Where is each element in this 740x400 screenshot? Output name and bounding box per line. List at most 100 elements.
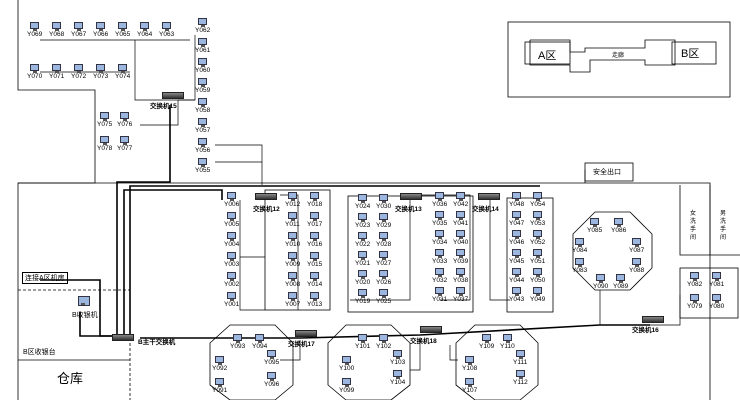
pc-label: Y081 [709, 281, 725, 288]
pc-label: Y079 [687, 303, 703, 310]
pc-label: Y027 [376, 260, 392, 267]
computer-icon [288, 252, 297, 261]
pc-label: Y040 [453, 239, 469, 246]
pc-label: Y050 [530, 277, 546, 284]
pc-label: Y038 [453, 277, 469, 284]
pc-label: Y045 [509, 258, 525, 265]
pc-label: Y055 [195, 167, 211, 174]
pc-label: Y108 [462, 365, 478, 372]
pc-label: Y036 [432, 201, 448, 208]
pc-label: Y071 [49, 73, 65, 80]
computer-icon [358, 194, 367, 203]
pc-label: Y053 [530, 220, 546, 227]
computer-icon [215, 356, 224, 365]
computer-icon [516, 350, 525, 359]
pc-label: Y043 [509, 296, 525, 303]
computer-icon [465, 356, 474, 365]
computer-icon [512, 230, 521, 239]
switch-12-icon [255, 193, 277, 200]
computer-icon [512, 211, 521, 220]
pc-label: Y068 [49, 31, 65, 38]
pc-label: Y022 [355, 241, 371, 248]
pc-label: Y060 [195, 67, 211, 74]
wall-outline [18, 182, 711, 400]
computer-icon [456, 211, 465, 220]
pc-label: Y004 [224, 241, 240, 248]
switch-15-label: 交换机15 [150, 103, 177, 110]
computer-icon [198, 78, 207, 87]
pc-label: Y112 [513, 379, 528, 386]
pc-label: Y025 [376, 298, 392, 305]
computer-icon [310, 272, 319, 281]
computer-icon [533, 287, 542, 296]
pc-label: Y030 [376, 203, 392, 210]
pc-label: Y044 [509, 277, 525, 284]
pc-label: Y039 [453, 258, 469, 265]
pc-label: Y037 [453, 296, 469, 303]
computer-icon [379, 194, 388, 203]
computer-icon [503, 334, 512, 343]
pc-label: Y014 [307, 281, 323, 288]
computer-icon [267, 372, 276, 381]
computer-icon [140, 22, 149, 31]
pc-label: Y056 [195, 147, 211, 154]
main-switch-icon [112, 334, 134, 341]
pc-label: Y008 [285, 281, 301, 288]
pc-label: Y010 [285, 241, 301, 248]
pc-label: Y072 [71, 73, 87, 80]
safe-exit-label: 安全出口 [593, 169, 621, 176]
computer-icon [30, 64, 39, 73]
pc-label: Y031 [432, 296, 448, 303]
computer-icon [227, 252, 236, 261]
computer-icon [379, 270, 388, 279]
pc-label: Y021 [355, 260, 371, 267]
pc-label: Y101 [355, 343, 371, 350]
pc-label: Y059 [195, 87, 211, 94]
pc-label: Y092 [212, 365, 228, 372]
computer-icon [456, 230, 465, 239]
switch-14-label: 交换机14 [472, 206, 499, 213]
computer-icon [512, 249, 521, 258]
computer-icon [393, 350, 402, 359]
computer-icon [30, 22, 39, 31]
switch-17-label: 交换机17 [288, 341, 315, 348]
computer-icon [533, 249, 542, 258]
pc-label: Y026 [376, 279, 392, 286]
switch-17-icon [295, 330, 317, 337]
cashier-desk-label: B区收银台 [23, 349, 56, 356]
computer-icon [198, 98, 207, 107]
computer-icon [52, 64, 61, 73]
computer-icon [288, 192, 297, 201]
pc-label: Y035 [432, 220, 448, 227]
pc-label: Y048 [509, 201, 525, 208]
computer-icon [379, 213, 388, 222]
pc-label: Y083 [572, 267, 588, 274]
pc-label: Y018 [307, 201, 323, 208]
pc-label: Y077 [117, 145, 133, 152]
pc-label: Y075 [97, 121, 113, 128]
computer-icon [310, 212, 319, 221]
pc-label: Y064 [137, 31, 153, 38]
computer-icon [198, 118, 207, 127]
switch-16-label: 交换机16 [632, 327, 659, 334]
computer-icon [198, 18, 207, 27]
pc-label: Y034 [432, 239, 448, 246]
computer-icon [435, 211, 444, 220]
pc-label: Y006 [224, 201, 240, 208]
pc-label: Y042 [453, 201, 469, 208]
pc-label: Y058 [195, 107, 211, 114]
pc-label: Y047 [509, 220, 525, 227]
pc-label: Y009 [285, 261, 301, 268]
pc-label: Y012 [285, 201, 301, 208]
pc-label: Y007 [285, 301, 301, 308]
switch-16-icon [642, 316, 664, 323]
computer-icon [358, 270, 367, 279]
pc-label: Y024 [355, 203, 371, 210]
legend-area-a: A区 [538, 50, 557, 62]
computer-icon [358, 251, 367, 260]
computer-icon [533, 192, 542, 201]
computer-icon [482, 334, 491, 343]
pc-label: Y085 [587, 227, 603, 234]
computer-icon [227, 272, 236, 281]
computer-icon [712, 272, 721, 281]
